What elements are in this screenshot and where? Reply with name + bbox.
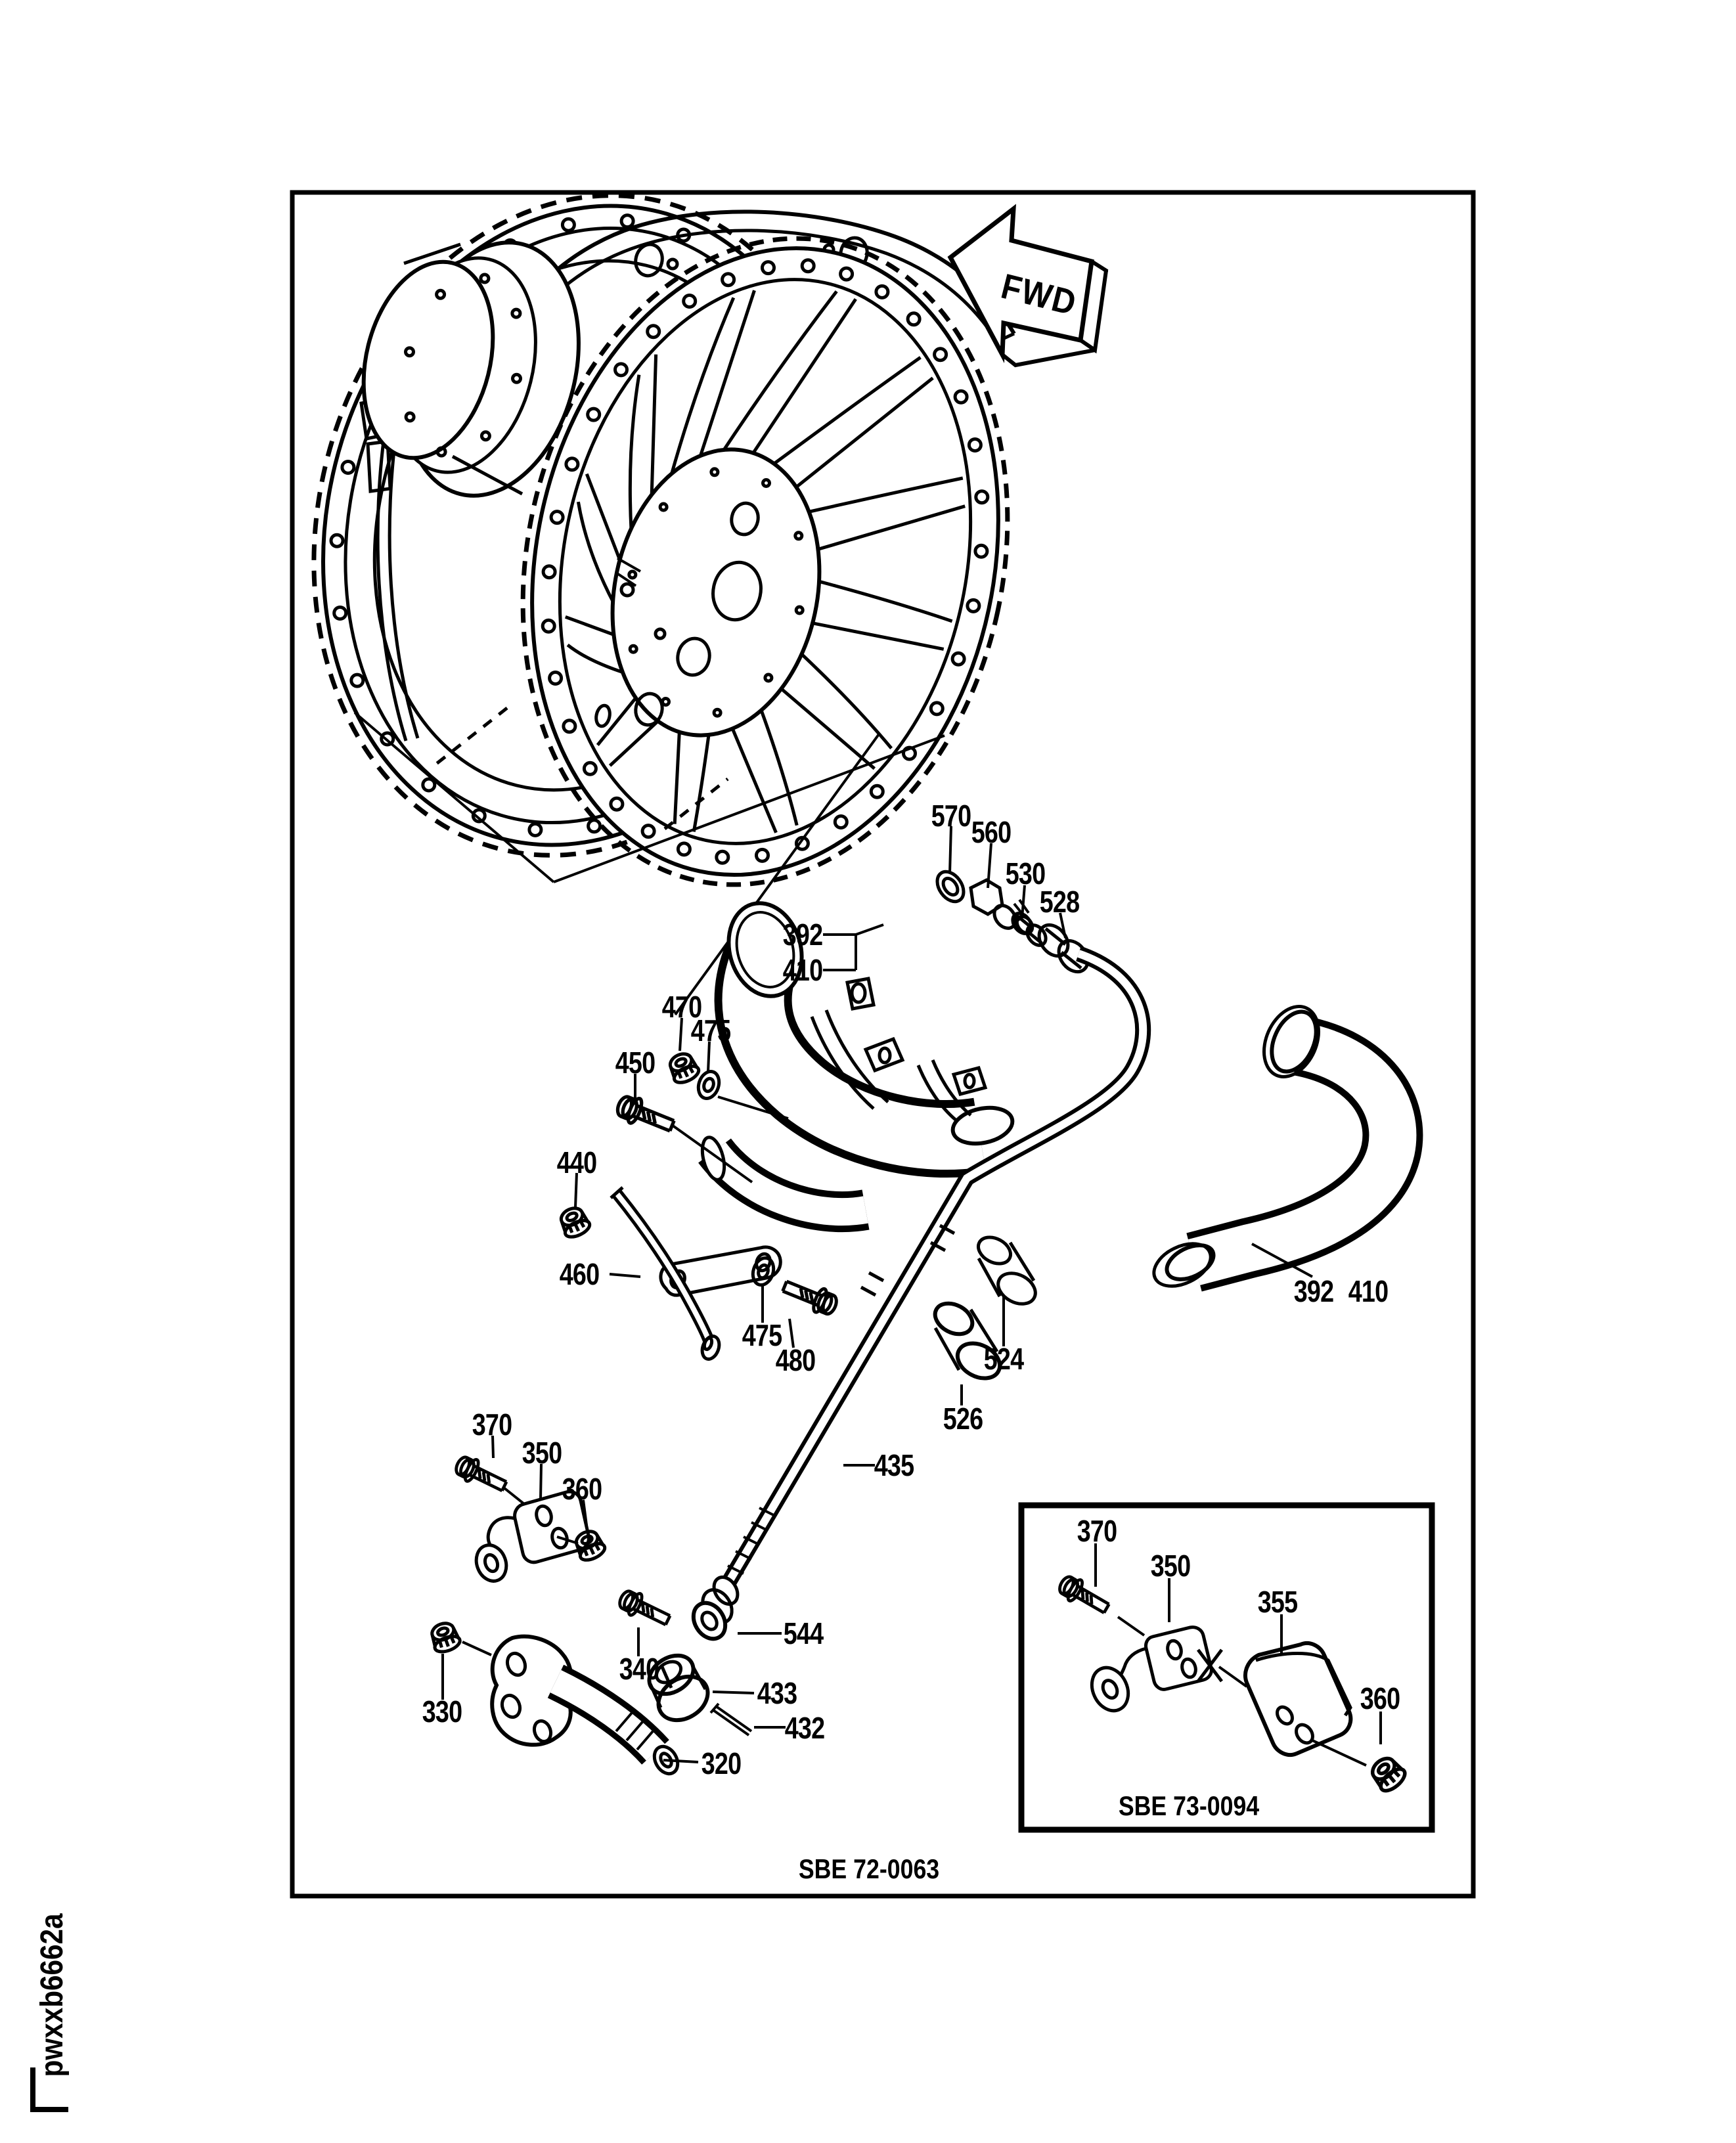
pin-432 xyxy=(709,1702,753,1736)
part-label-410: 410 xyxy=(782,953,823,987)
part-label-350: 350 xyxy=(522,1436,562,1470)
scan-corner-mark xyxy=(30,2067,68,2112)
hub-cylinder xyxy=(361,240,581,498)
part-label-340: 340 xyxy=(619,1652,659,1686)
fan-wheel xyxy=(520,236,1010,887)
part-label-432: 432 xyxy=(784,1711,825,1745)
part-label-544: 544 xyxy=(783,1616,824,1650)
part-label-320: 320 xyxy=(701,1746,742,1780)
part-label-480: 480 xyxy=(775,1343,816,1377)
part-label-475: 475 xyxy=(690,1013,731,1048)
part-label-370: 370 xyxy=(1077,1514,1117,1548)
union-524-526 xyxy=(933,1235,1037,1381)
part-label-450: 450 xyxy=(615,1046,656,1080)
fwd-arrow-icon xyxy=(947,204,1109,368)
bracket-350-main xyxy=(474,1490,590,1583)
inset-box xyxy=(1018,1502,1435,1833)
scan-id-side-text: pwxxb6662a xyxy=(35,1913,70,2077)
fan-blades xyxy=(564,290,966,833)
part-label-360: 360 xyxy=(1360,1681,1400,1715)
part-label-526: 526 xyxy=(943,1402,983,1436)
drawing-code-caption: SBE 72-0063 xyxy=(798,1853,940,1884)
part-label-528: 528 xyxy=(1039,885,1080,919)
part-label-350: 350 xyxy=(1150,1549,1191,1583)
hidden-lines xyxy=(431,707,729,830)
part-label-392: 392 xyxy=(1293,1274,1334,1308)
part-label-330: 330 xyxy=(422,1694,462,1729)
part-label-392: 392 xyxy=(782,917,823,952)
flange-320 xyxy=(490,1634,680,1776)
part-label-475: 475 xyxy=(742,1318,782,1352)
part-label-524: 524 xyxy=(983,1342,1024,1376)
part-label-410: 410 xyxy=(1348,1274,1389,1308)
part-label-530: 530 xyxy=(1005,856,1046,891)
part-label-433: 433 xyxy=(757,1676,797,1710)
part-label-560: 560 xyxy=(971,815,1012,849)
bracket-460 xyxy=(610,1186,721,1361)
part-label-355: 355 xyxy=(1257,1585,1298,1619)
part-label-460: 460 xyxy=(559,1257,600,1291)
page-frame xyxy=(290,190,1476,1899)
part-label-440: 440 xyxy=(556,1145,597,1180)
pipe-392-410-right xyxy=(1152,1005,1423,1292)
part-label-470: 470 xyxy=(661,990,702,1024)
construction-lines xyxy=(353,711,945,1016)
nut-433 xyxy=(647,1653,710,1723)
pipe-435-544 xyxy=(691,946,1151,1641)
part-label-435: 435 xyxy=(874,1448,914,1482)
leader-lines xyxy=(441,826,1382,1763)
part-label-570: 570 xyxy=(931,799,971,833)
part-label-370: 370 xyxy=(472,1407,512,1442)
cover-392-410 xyxy=(698,901,1015,1232)
inset-code-caption: SBE 73-0094 xyxy=(1118,1790,1260,1821)
part-label-360: 360 xyxy=(562,1472,602,1506)
